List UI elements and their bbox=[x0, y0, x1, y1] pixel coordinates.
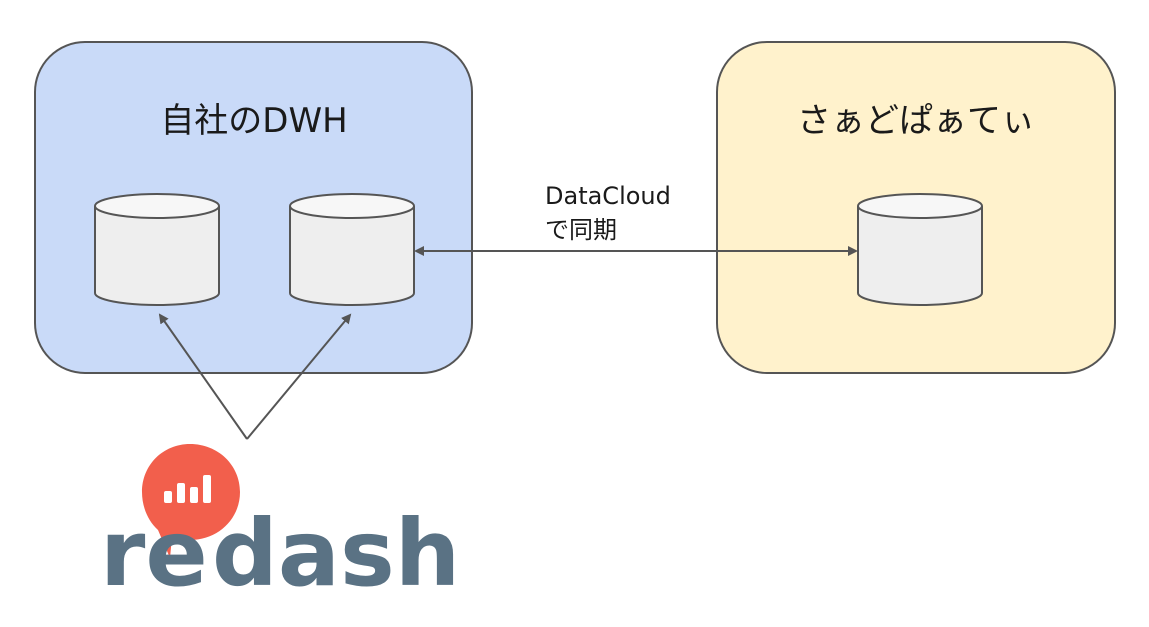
dwh-database-2-icon bbox=[289, 193, 415, 306]
sync-label-line1: DataCloud bbox=[545, 182, 671, 210]
dwh-database-1-icon bbox=[94, 193, 220, 306]
redash-logo-word-left: re bbox=[100, 500, 208, 607]
redash-bubble-icon bbox=[142, 444, 240, 558]
third-party-box: さぁどぱぁてぃ bbox=[716, 41, 1116, 374]
dwh-box-title: 自社のDWH bbox=[160, 101, 347, 141]
third-party-database-icon bbox=[857, 193, 983, 306]
redash-to-database-1-arrow bbox=[158, 313, 248, 440]
sync-label-line2: で同期 bbox=[545, 216, 617, 244]
redash-logo-word-right: dash bbox=[212, 500, 460, 607]
redash-logo: re dash bbox=[100, 444, 460, 607]
redash-to-database-2-arrow bbox=[246, 313, 352, 440]
dwh-box: 自社のDWH bbox=[34, 41, 473, 374]
third-party-box-title: さぁどぱぁてぃ bbox=[797, 101, 1035, 141]
